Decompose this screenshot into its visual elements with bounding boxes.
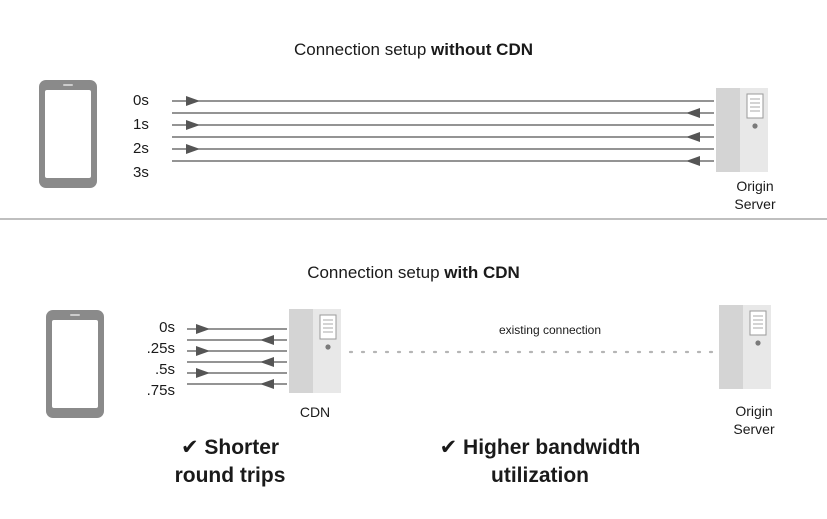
bottom-title: Connection setup with CDN <box>0 263 827 283</box>
time-label: 1s <box>133 116 149 133</box>
arrow-right-icon <box>196 346 210 356</box>
cdn-label: CDN <box>299 404 331 420</box>
top-title-bold: without CDN <box>431 40 534 59</box>
arrow-left-icon <box>686 108 700 118</box>
arrow-right-icon <box>186 144 200 154</box>
origin-server-icon <box>718 304 772 390</box>
time-label: 0s <box>133 92 149 109</box>
cdn-server-icon <box>288 308 342 394</box>
bottom-arrowheads <box>196 324 274 389</box>
time-label: 0s <box>159 319 175 336</box>
arrow-left-icon <box>260 357 274 367</box>
origin-server-label-line1: Origin <box>735 403 773 419</box>
time-label: 2s <box>133 140 149 157</box>
arrow-left-icon <box>260 379 274 389</box>
mobile-device-icon <box>39 80 97 188</box>
arrow-right-icon <box>186 120 200 130</box>
benefit-higher-bandwidth: ✔ Higher bandwidth utilization <box>395 434 685 490</box>
arrow-left-icon <box>686 156 700 166</box>
bottom-title-bold: with CDN <box>444 263 520 282</box>
top-arrowheads <box>186 96 700 166</box>
origin-server-icon <box>715 87 769 173</box>
arrow-left-icon <box>260 335 274 345</box>
origin-server-label-line2: Server <box>733 421 775 437</box>
arrow-left-icon <box>686 132 700 142</box>
time-label: .75s <box>146 382 175 399</box>
benefit-2-line2: utilization <box>491 464 589 487</box>
arrow-right-icon <box>196 368 210 378</box>
benefit-shorter-round-trips: ✔ Shorter round trips <box>130 434 330 490</box>
top-title: Connection setup without CDN <box>0 40 827 60</box>
time-label: .25s <box>146 340 175 357</box>
time-label: .5s <box>154 361 175 378</box>
arrow-right-icon <box>196 324 210 334</box>
mobile-device-icon <box>46 310 104 418</box>
origin-server-label-line1: Origin <box>736 178 774 194</box>
benefit-1-line1: ✔ Shorter <box>180 436 280 459</box>
benefit-2-line1: ✔ Higher bandwidth <box>439 436 641 459</box>
time-label: 3s <box>133 164 149 181</box>
top-request-lines <box>172 100 714 162</box>
arrow-right-icon <box>186 96 200 106</box>
benefit-1-line2: round trips <box>174 464 286 487</box>
existing-connection-label: existing connection <box>498 323 602 337</box>
bottom-title-prefix: Connection setup <box>307 263 445 282</box>
origin-server-label-line2: Server <box>734 196 776 212</box>
top-title-prefix: Connection setup <box>293 40 432 59</box>
